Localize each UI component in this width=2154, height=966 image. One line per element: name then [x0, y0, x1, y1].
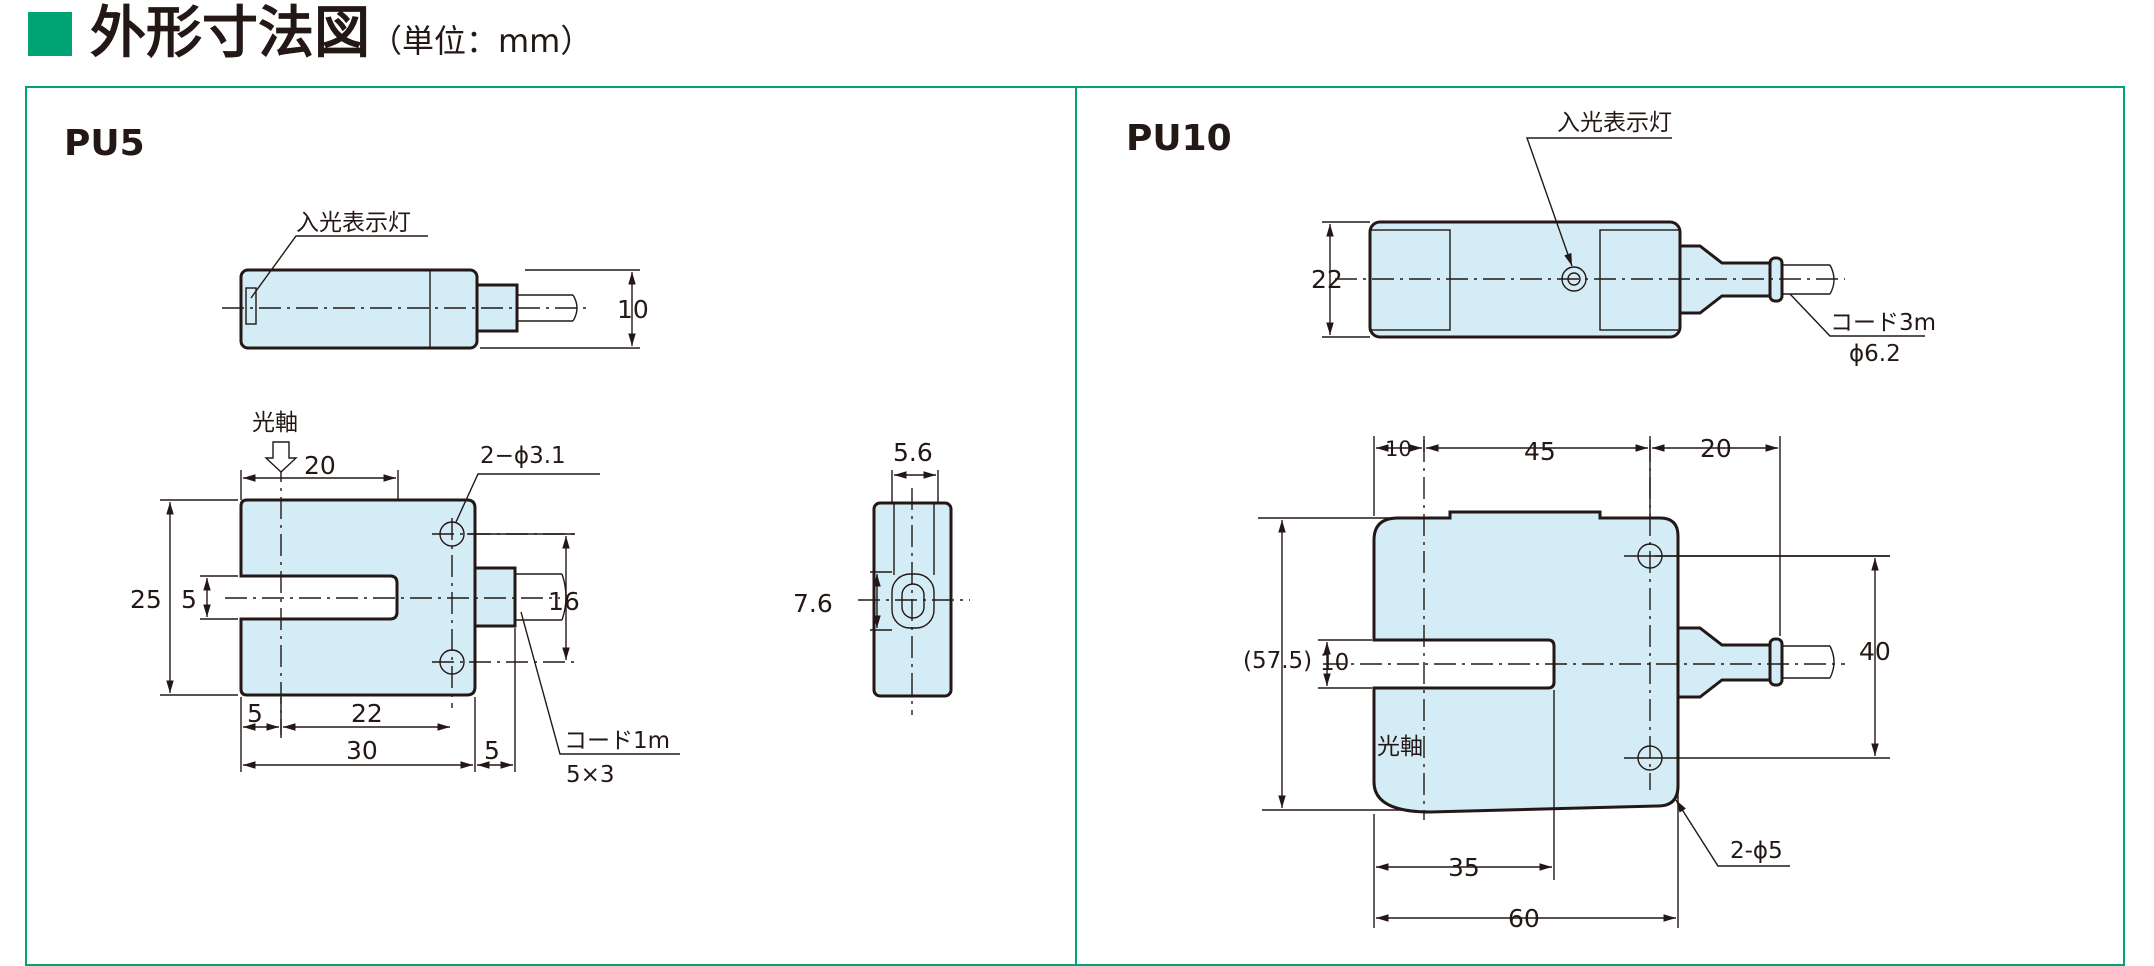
- pu5-optical-axis-arrow: [264, 441, 298, 473]
- pu5-dim-5b: 5: [247, 699, 263, 728]
- pu10-front-body: [1372, 510, 1680, 814]
- pu10-cord-spec: コード3m: [1830, 310, 1936, 336]
- pu5-dim-22: 22: [351, 699, 383, 728]
- pu5-side-view: 5.6 7.6: [793, 438, 970, 715]
- pu10-dim-22: 22: [1311, 265, 1343, 294]
- pu5-dim-slot: 5: [181, 585, 197, 614]
- pu5-side-window: [891, 573, 935, 629]
- pu10-hole-spec: 2-ϕ5: [1730, 838, 1783, 864]
- pu10-front-view: 光軸 10 45 20 (57.5) 10 40: [1243, 434, 1891, 933]
- pu10-front-cord: [1782, 645, 1830, 679]
- pu5-dim-30: 30: [346, 736, 378, 765]
- pu5-top-body: [239, 268, 479, 350]
- pu10-dim-575: (57.5): [1243, 648, 1312, 674]
- pu5-front-cord-boot: [473, 566, 517, 628]
- pu10-indicator-leader: [1526, 137, 1672, 267]
- pu5-panel: PU5 入光表示灯 10: [64, 123, 970, 788]
- pu5-cord-spec: コード1m: [564, 728, 670, 754]
- title-marker: [28, 12, 72, 56]
- pu10-dim-10top: 10: [1385, 437, 1412, 461]
- pu5-indicator: [245, 287, 257, 325]
- pu5-cord-size: 5×3: [566, 762, 615, 788]
- pu10-top-view: 入光表示灯 22 コード3m ϕ6.2: [1311, 110, 1936, 367]
- pu5-hole-leader: [455, 473, 600, 523]
- pu5-indicator-label: 入光表示灯: [296, 210, 411, 236]
- title-unit: （単位：mm）: [370, 22, 593, 60]
- pu10-dim-35: 35: [1448, 853, 1480, 882]
- pu10-optical-axis-label: 光軸: [1377, 734, 1423, 760]
- pu5-dim-20: 20: [304, 451, 336, 480]
- pu10-dim-40: 40: [1859, 637, 1891, 666]
- pu5-dim-16: 16: [548, 587, 580, 616]
- title-text: 外形寸法図: [90, 1, 370, 66]
- pu5-top-cord: [517, 294, 573, 322]
- pu5-top-view: 入光表示灯 10: [222, 210, 649, 350]
- pu10-dim-20: 20: [1700, 434, 1732, 463]
- pu5-dim-76: 7.6: [793, 589, 833, 618]
- panel-divider: [1075, 86, 1077, 966]
- pu10-hole-leader: [1675, 799, 1790, 867]
- pu10-dim-slot: 10: [1320, 650, 1349, 676]
- pu5-indicator-leader: [250, 235, 428, 299]
- pu10-panel: PU10 入光表示灯 22 コード3m ϕ6.2: [1126, 110, 1936, 933]
- pu10-dim-45: 45: [1524, 437, 1556, 466]
- pu10-front-cord-ring: [1768, 637, 1784, 687]
- pu5-side-lens: [901, 583, 925, 619]
- pu5-dim-25: 25: [130, 585, 162, 614]
- pu10-indicator-label: 入光表示灯: [1557, 110, 1672, 136]
- pu10-dim-60: 60: [1508, 904, 1540, 933]
- pu10-front-cord-end: [1829, 645, 1835, 679]
- pu5-dim-56: 5.6: [893, 438, 933, 467]
- pu5-optical-axis-label: 光軸: [252, 410, 298, 436]
- pu10-front-cord-boot: [1676, 626, 1772, 699]
- pu5-cord-leader: [520, 611, 680, 755]
- pu5-hole-spec: 2−ϕ3.1: [480, 443, 566, 469]
- pu10-top-panel-l: [1369, 229, 1451, 331]
- page-title: 外形寸法図（単位：mm）: [90, 0, 592, 77]
- pu5-model-label: PU5: [64, 123, 145, 164]
- pu5-dim-10: 10: [617, 295, 649, 324]
- pu5-front-view: 光軸 20 2−ϕ3.1 25 5 16: [130, 410, 680, 788]
- pu10-cord-dia: ϕ6.2: [1849, 341, 1901, 367]
- pu10-top-cord-end: [1829, 264, 1835, 295]
- pu5-dim-5c: 5: [484, 736, 500, 765]
- pu10-cord-leader: [1789, 293, 1925, 337]
- pu10-model-label: PU10: [1126, 118, 1232, 159]
